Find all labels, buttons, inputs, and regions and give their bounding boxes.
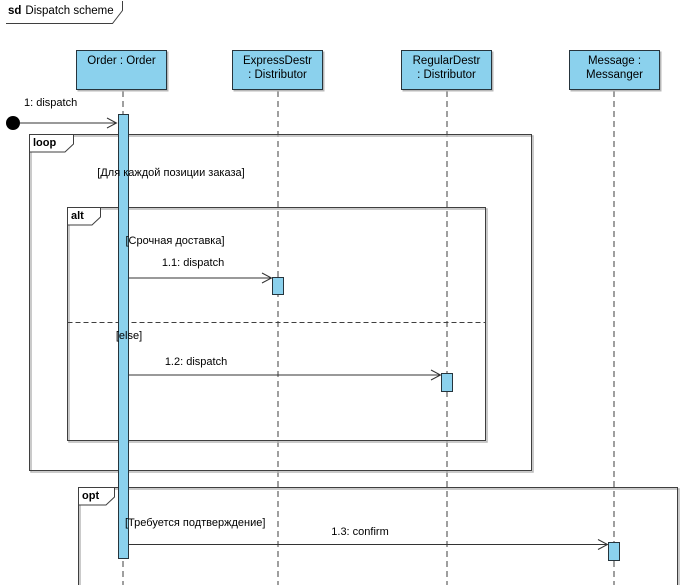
lifeline-head-expressdestr: ExpressDestr : Distributor [232, 50, 323, 90]
alt-operator-label: alt [71, 210, 84, 222]
loop-operator-pentagon [29, 134, 74, 153]
opt-frame-shadow [79, 488, 680, 585]
message-1-3-label: 1.3: confirm [331, 526, 389, 538]
message-1-arrowhead-icon [106, 117, 118, 129]
loop-frame [29, 134, 532, 471]
message-1-3-arrowhead-icon [597, 539, 609, 550]
alt-frame-shadow [68, 208, 488, 443]
alt-frame [67, 207, 486, 441]
alt-guard-if: [Срочная доставка] [125, 235, 225, 247]
frame-keyword: sd [8, 5, 22, 17]
loop-guard: [Для каждой позиции заказа] [97, 167, 245, 179]
opt-operator-pentagon [78, 487, 115, 506]
expressdestr-activation-box [272, 277, 284, 295]
alt-guard-else: [else] [115, 330, 143, 342]
frame-title-tab [6, 1, 123, 24]
message-1-1-label: 1.1: dispatch [161, 257, 225, 269]
message-activation-box [608, 542, 620, 561]
found-message-node [6, 116, 20, 130]
lifeline-head-order: Order : Order [76, 50, 167, 90]
frame-title-text: Dispatch scheme [25, 5, 114, 17]
message-1-2-arrowhead-icon [430, 369, 442, 381]
alt-operator-pentagon [67, 207, 101, 226]
loop-frame-shadow [30, 135, 534, 473]
opt-guard: [Требуется подтверждение] [125, 517, 266, 529]
message-1-2-label: 1.2: dispatch [164, 356, 228, 368]
message-1-1-arrowhead-icon [261, 272, 273, 284]
opt-operator-label: opt [82, 490, 100, 502]
regulardestr-activation-box [441, 373, 453, 392]
opt-frame [78, 487, 678, 585]
message-1-label: 1: dispatch [24, 97, 78, 109]
order-activation-bar [118, 114, 129, 559]
loop-operator-label: loop [33, 137, 57, 149]
lifeline-head-message: Message : Messanger [569, 50, 660, 90]
lifeline-head-regulardestr: RegularDestr : Distributor [401, 50, 492, 90]
